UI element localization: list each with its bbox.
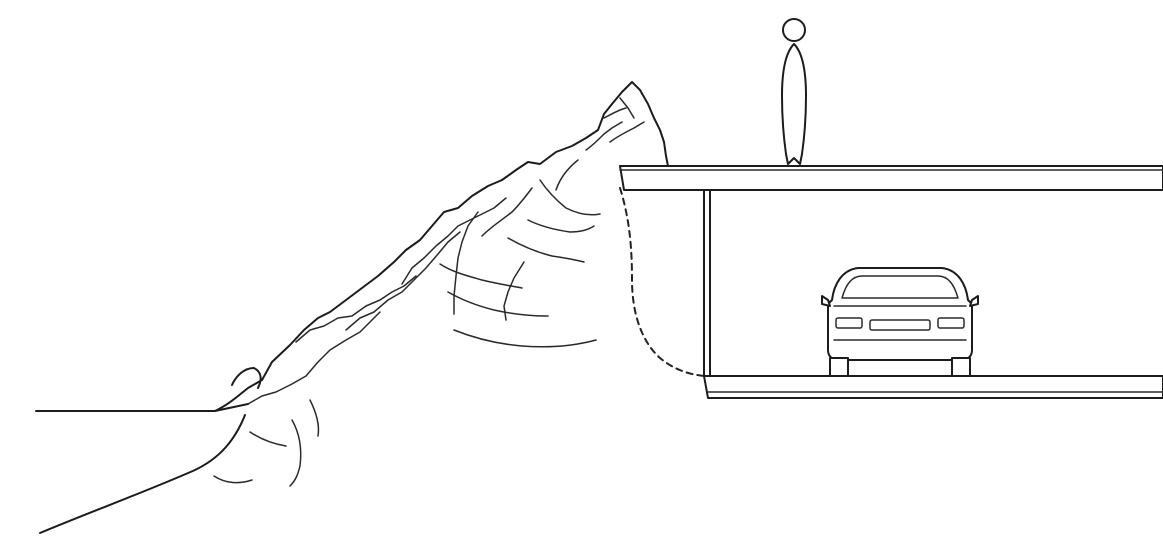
car-grille bbox=[869, 319, 931, 331]
cliff-outline bbox=[214, 81, 669, 412]
person bbox=[781, 18, 807, 165]
cliff-contour-1 bbox=[247, 311, 381, 405]
car-wheel-left bbox=[829, 357, 849, 377]
hidden-cliff-line bbox=[619, 187, 705, 377]
cliff-contour-13 bbox=[585, 121, 623, 151]
lower-slope-line bbox=[39, 414, 246, 534]
cliff-contour-15 bbox=[609, 121, 645, 143]
lower-rock-4 bbox=[309, 399, 320, 437]
cliff-contour-4 bbox=[401, 197, 507, 285]
lower-rock-2 bbox=[213, 475, 253, 484]
car-headlight-right bbox=[937, 317, 965, 329]
car-wheel-right bbox=[951, 357, 971, 377]
rock-bump bbox=[231, 367, 262, 389]
cliff-contour-7 bbox=[453, 329, 597, 348]
cliff-contour-18 bbox=[453, 211, 479, 315]
cliff-contour-16 bbox=[619, 97, 635, 119]
roof-slab bbox=[619, 165, 1163, 191]
car-mirror-left bbox=[821, 295, 831, 307]
person-head bbox=[782, 18, 806, 42]
car-mirror-right bbox=[969, 295, 979, 307]
cliff-contour-2 bbox=[295, 275, 417, 343]
cliff-contour-9 bbox=[507, 237, 585, 263]
lower-rock-3 bbox=[249, 431, 287, 447]
person-body bbox=[781, 43, 807, 165]
car-headlight-left bbox=[835, 317, 863, 329]
cliff-contour-3 bbox=[345, 231, 461, 331]
floor-slab bbox=[703, 375, 1163, 399]
cliff-contour-5 bbox=[439, 263, 523, 289]
cliff-contour-12 bbox=[555, 159, 579, 191]
cliff-contour-10 bbox=[527, 219, 595, 233]
car bbox=[821, 267, 979, 377]
cliff-contour-6 bbox=[447, 291, 549, 317]
cliff-contour-17 bbox=[503, 261, 525, 321]
cliff-contour-8 bbox=[481, 187, 533, 237]
cliff-contour-14 bbox=[603, 107, 627, 119]
car-windshield bbox=[841, 275, 959, 299]
structure-wall bbox=[703, 189, 711, 377]
cliff-contour-11 bbox=[539, 179, 601, 216]
lower-rock-1 bbox=[289, 419, 302, 487]
